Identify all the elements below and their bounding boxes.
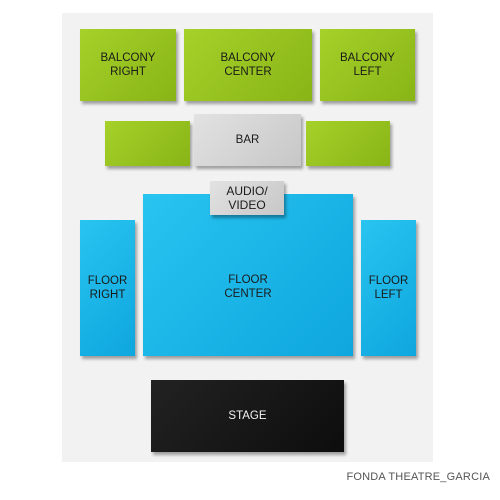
section-floor-right-label: FLOOR RIGHT xyxy=(87,275,128,301)
section-floor-left-label: FLOOR LEFT xyxy=(368,275,409,301)
venue-label: FONDA THEATRE_GARCIA xyxy=(346,471,490,483)
section-balcony-left[interactable]: BALCONY LEFT xyxy=(320,29,415,101)
section-balcony-center-label: BALCONY CENTER xyxy=(220,52,276,78)
section-floor-center[interactable]: FLOOR CENTER xyxy=(143,194,353,356)
section-balcony-right[interactable]: BALCONY RIGHT xyxy=(80,29,176,101)
section-balcony-right-label: BALCONY RIGHT xyxy=(100,52,156,78)
section-floor-left[interactable]: FLOOR LEFT xyxy=(361,220,416,356)
section-floor-center-label: FLOOR CENTER xyxy=(224,274,272,300)
section-balcony-side-left[interactable] xyxy=(306,121,390,166)
section-audio-video[interactable]: AUDIO/ VIDEO xyxy=(210,181,284,215)
stage-label: STAGE xyxy=(228,410,267,422)
section-bar[interactable]: BAR xyxy=(194,114,301,166)
section-balcony-left-label: BALCONY LEFT xyxy=(340,52,395,78)
section-bar-label: BAR xyxy=(235,134,260,146)
section-floor-right[interactable]: FLOOR RIGHT xyxy=(80,220,135,356)
section-balcony-side-right[interactable] xyxy=(105,121,190,166)
section-balcony-center[interactable]: BALCONY CENTER xyxy=(184,29,312,101)
section-audio-video-label: AUDIO/ VIDEO xyxy=(226,184,268,212)
stage: STAGE xyxy=(151,380,344,452)
